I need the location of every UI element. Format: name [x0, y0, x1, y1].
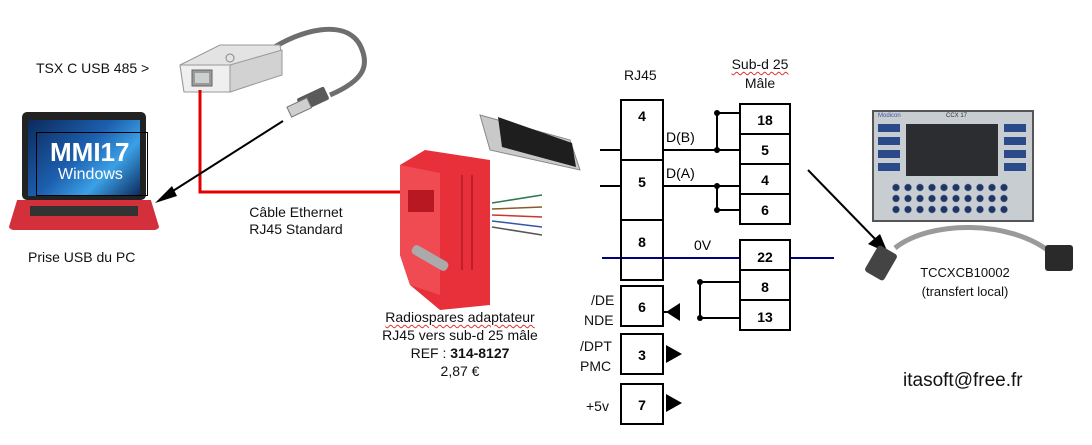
signal-da-label: D(A): [666, 165, 695, 181]
cable-connector-left: [865, 245, 897, 281]
red-ethernet-cable: [198, 90, 400, 194]
hmi-screen: [906, 124, 998, 176]
subd-pin-22: 22: [757, 249, 773, 265]
rj45-pin-7-box: [620, 383, 664, 425]
signal-db-label: D(B): [666, 129, 695, 145]
hmi-terminal-image: Modicon CCX 17: [872, 110, 1034, 222]
pin3-label1: /DPT: [580, 338, 612, 354]
adapter-price: 2,87 €: [440, 363, 480, 379]
subd-pin-18: 18: [757, 112, 773, 128]
hmi-left-keys: [878, 124, 900, 176]
usb-to-pc-arrow-line: [164, 120, 284, 197]
subd-title-line2: Mâle: [744, 75, 776, 91]
left-connections: [155, 90, 400, 203]
adapter-brand: Radiospares adaptateur: [385, 309, 535, 325]
laptop-screen-title: MMI17: [50, 137, 130, 167]
rj45-block: [620, 99, 664, 281]
pin7-label1: +5v: [586, 398, 609, 414]
usb-485-adapter-image: [179, 26, 367, 118]
pin3-label2: PMC: [580, 358, 612, 374]
screen-overlay-box: [36, 132, 148, 196]
bridge-8-13: [699, 281, 740, 319]
laptop-caption: Prise USB du PC: [28, 249, 136, 265]
rj45-title: RJ45: [624, 67, 657, 83]
rj45-pin-6-box: [620, 285, 664, 327]
red-adapter-body: [400, 150, 490, 310]
cable-connector-right: [1045, 245, 1073, 271]
bridge-18-5: [716, 112, 740, 150]
usb-to-pc-arrowhead: [155, 186, 177, 203]
subd-pin-5: 5: [761, 142, 769, 158]
subd-pin-6: 6: [761, 202, 769, 218]
subd-block-2: [739, 239, 791, 331]
arrow-out-icon: [666, 394, 682, 412]
rj45-pin-3: 3: [638, 347, 646, 363]
adapter-box: [179, 44, 283, 93]
cable-label-line2: RJ45 Standard: [249, 221, 343, 237]
subd-pin-4: 4: [761, 172, 769, 188]
rj45-pin-8: 8: [638, 234, 646, 250]
signal-0v-label: 0V: [694, 237, 712, 253]
subd-pin-13: 13: [757, 309, 773, 325]
hmi-connections: [807, 169, 1073, 281]
pin6-label2: NDE: [584, 312, 614, 328]
adapter-desc-line1: Radiospares adaptateur: [350, 309, 570, 326]
adapter-wires: [491, 194, 543, 236]
rj45-pin-6: 6: [638, 299, 646, 315]
contact-email[interactable]: itasoft@free.fr: [903, 370, 1023, 391]
hmi-model: CCX 17: [946, 113, 968, 119]
adapter-to-hmi-arrow-line: [807, 169, 879, 243]
adapter-desc-line2: RJ45 vers sub-d 25 mâle: [382, 327, 538, 343]
cable-label-line1: Câble Ethernet: [249, 204, 343, 220]
hmi-right-keys: [1004, 124, 1026, 176]
usb-cable: [268, 26, 367, 98]
bridge-4-6: [716, 186, 740, 211]
hmi-cable-note: (transfert local): [921, 284, 1009, 299]
subd-pin-8: 8: [761, 279, 769, 295]
adapter-ref: REF : 314-8127: [350, 345, 570, 362]
hmi-brand: Modicon: [878, 113, 901, 119]
usb-adapter-label: TSX C USB 485 >: [36, 60, 150, 76]
hmi-cable-ref: TCCXCB10002: [920, 265, 1010, 280]
laptop-keys: [30, 206, 138, 216]
laptop-image: MMI17 Windows: [8, 112, 160, 232]
rj45-pin-7: 7: [638, 397, 646, 413]
usb-plug: [286, 86, 329, 118]
subd-title-text: Sub-d 25: [731, 56, 789, 72]
wiring-schematic: 4 5 8 D(B) D(A) 18 5 4 6 0V 22 8 13 6 3 …: [600, 99, 834, 425]
rj45-pin-5: 5: [638, 174, 646, 190]
rj45-subd25-adapter-image: [400, 114, 581, 310]
arrow-out-icon: [666, 345, 682, 363]
pin6-label1: /DE: [591, 292, 615, 308]
subd25-connector: [479, 114, 581, 171]
rj45-pin-4: 4: [638, 108, 646, 124]
adapter-ref-prefix: REF :: [410, 345, 451, 361]
rj45-pin-3-box: [620, 333, 664, 375]
subd-title-line1: Sub-d 25: [720, 56, 800, 73]
adapter-ref-value: 314-8127: [450, 345, 510, 361]
laptop-screen-subtitle: Windows: [58, 166, 123, 183]
arrow-in-icon: [666, 303, 680, 321]
hmi-keypad: [890, 182, 1008, 214]
hmi-transfer-cable: [893, 225, 1052, 254]
